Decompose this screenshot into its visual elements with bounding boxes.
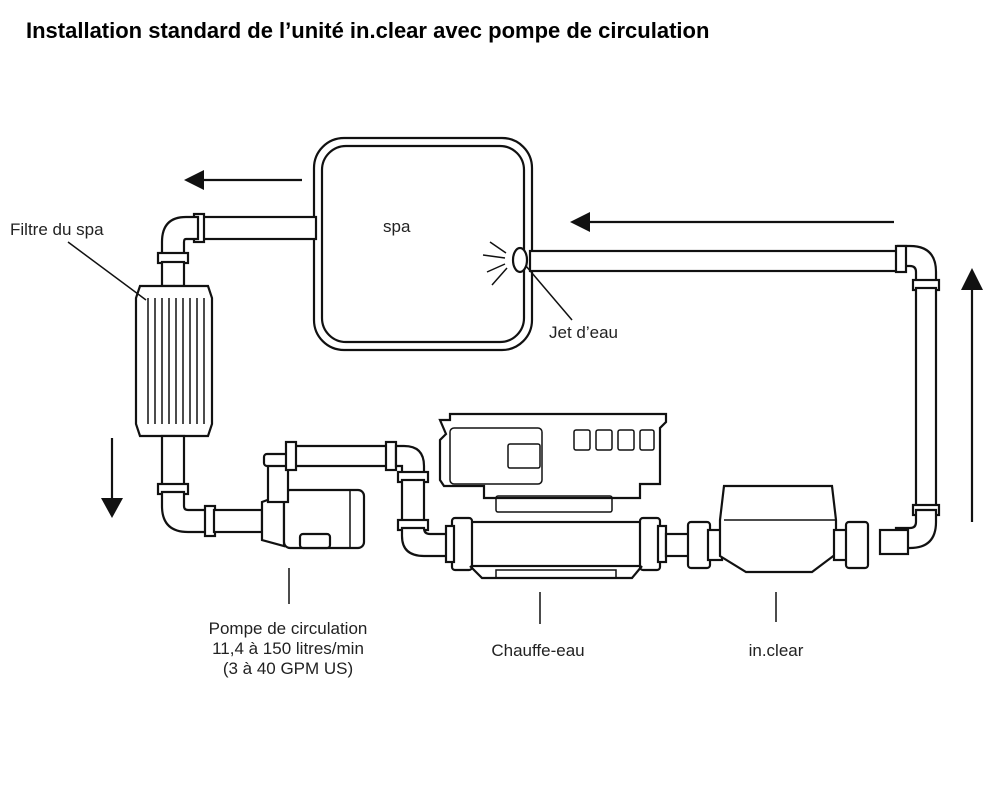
jet-label: Jet d’eau (549, 323, 618, 342)
heater-label: Chauffe-eau (491, 641, 584, 660)
flow-arrow-up (961, 268, 983, 522)
flow-arrow-down (101, 438, 123, 518)
spa-tub: spa (312, 136, 534, 352)
flow-arrow-left-top (184, 170, 302, 190)
return-pipe (528, 244, 941, 556)
spa-filter: Filtre du spa (10, 220, 214, 438)
inclear-unit: in.clear (686, 484, 870, 660)
pump-label-line1: Pompe de circulation (209, 619, 368, 638)
circulation-pump: Pompe de circulation 11,4 à 150 litres/m… (209, 440, 450, 678)
filter-to-pump-pipe (156, 434, 264, 538)
spa-outlet-pipe (156, 212, 318, 288)
water-jet: Jet d’eau (482, 241, 618, 342)
inclear-label: in.clear (749, 641, 804, 660)
flow-arrow-left-return (570, 212, 894, 232)
filter-label: Filtre du spa (10, 220, 104, 239)
diagram-title: Installation standard de l’unité in.clea… (26, 18, 710, 43)
pump-label-line2: 11,4 à 150 litres/min (212, 639, 364, 658)
heater: Chauffe-eau (438, 412, 668, 660)
pump-label-line3: (3 à 40 GPM US) (223, 659, 353, 678)
spa-label: spa (383, 217, 411, 236)
